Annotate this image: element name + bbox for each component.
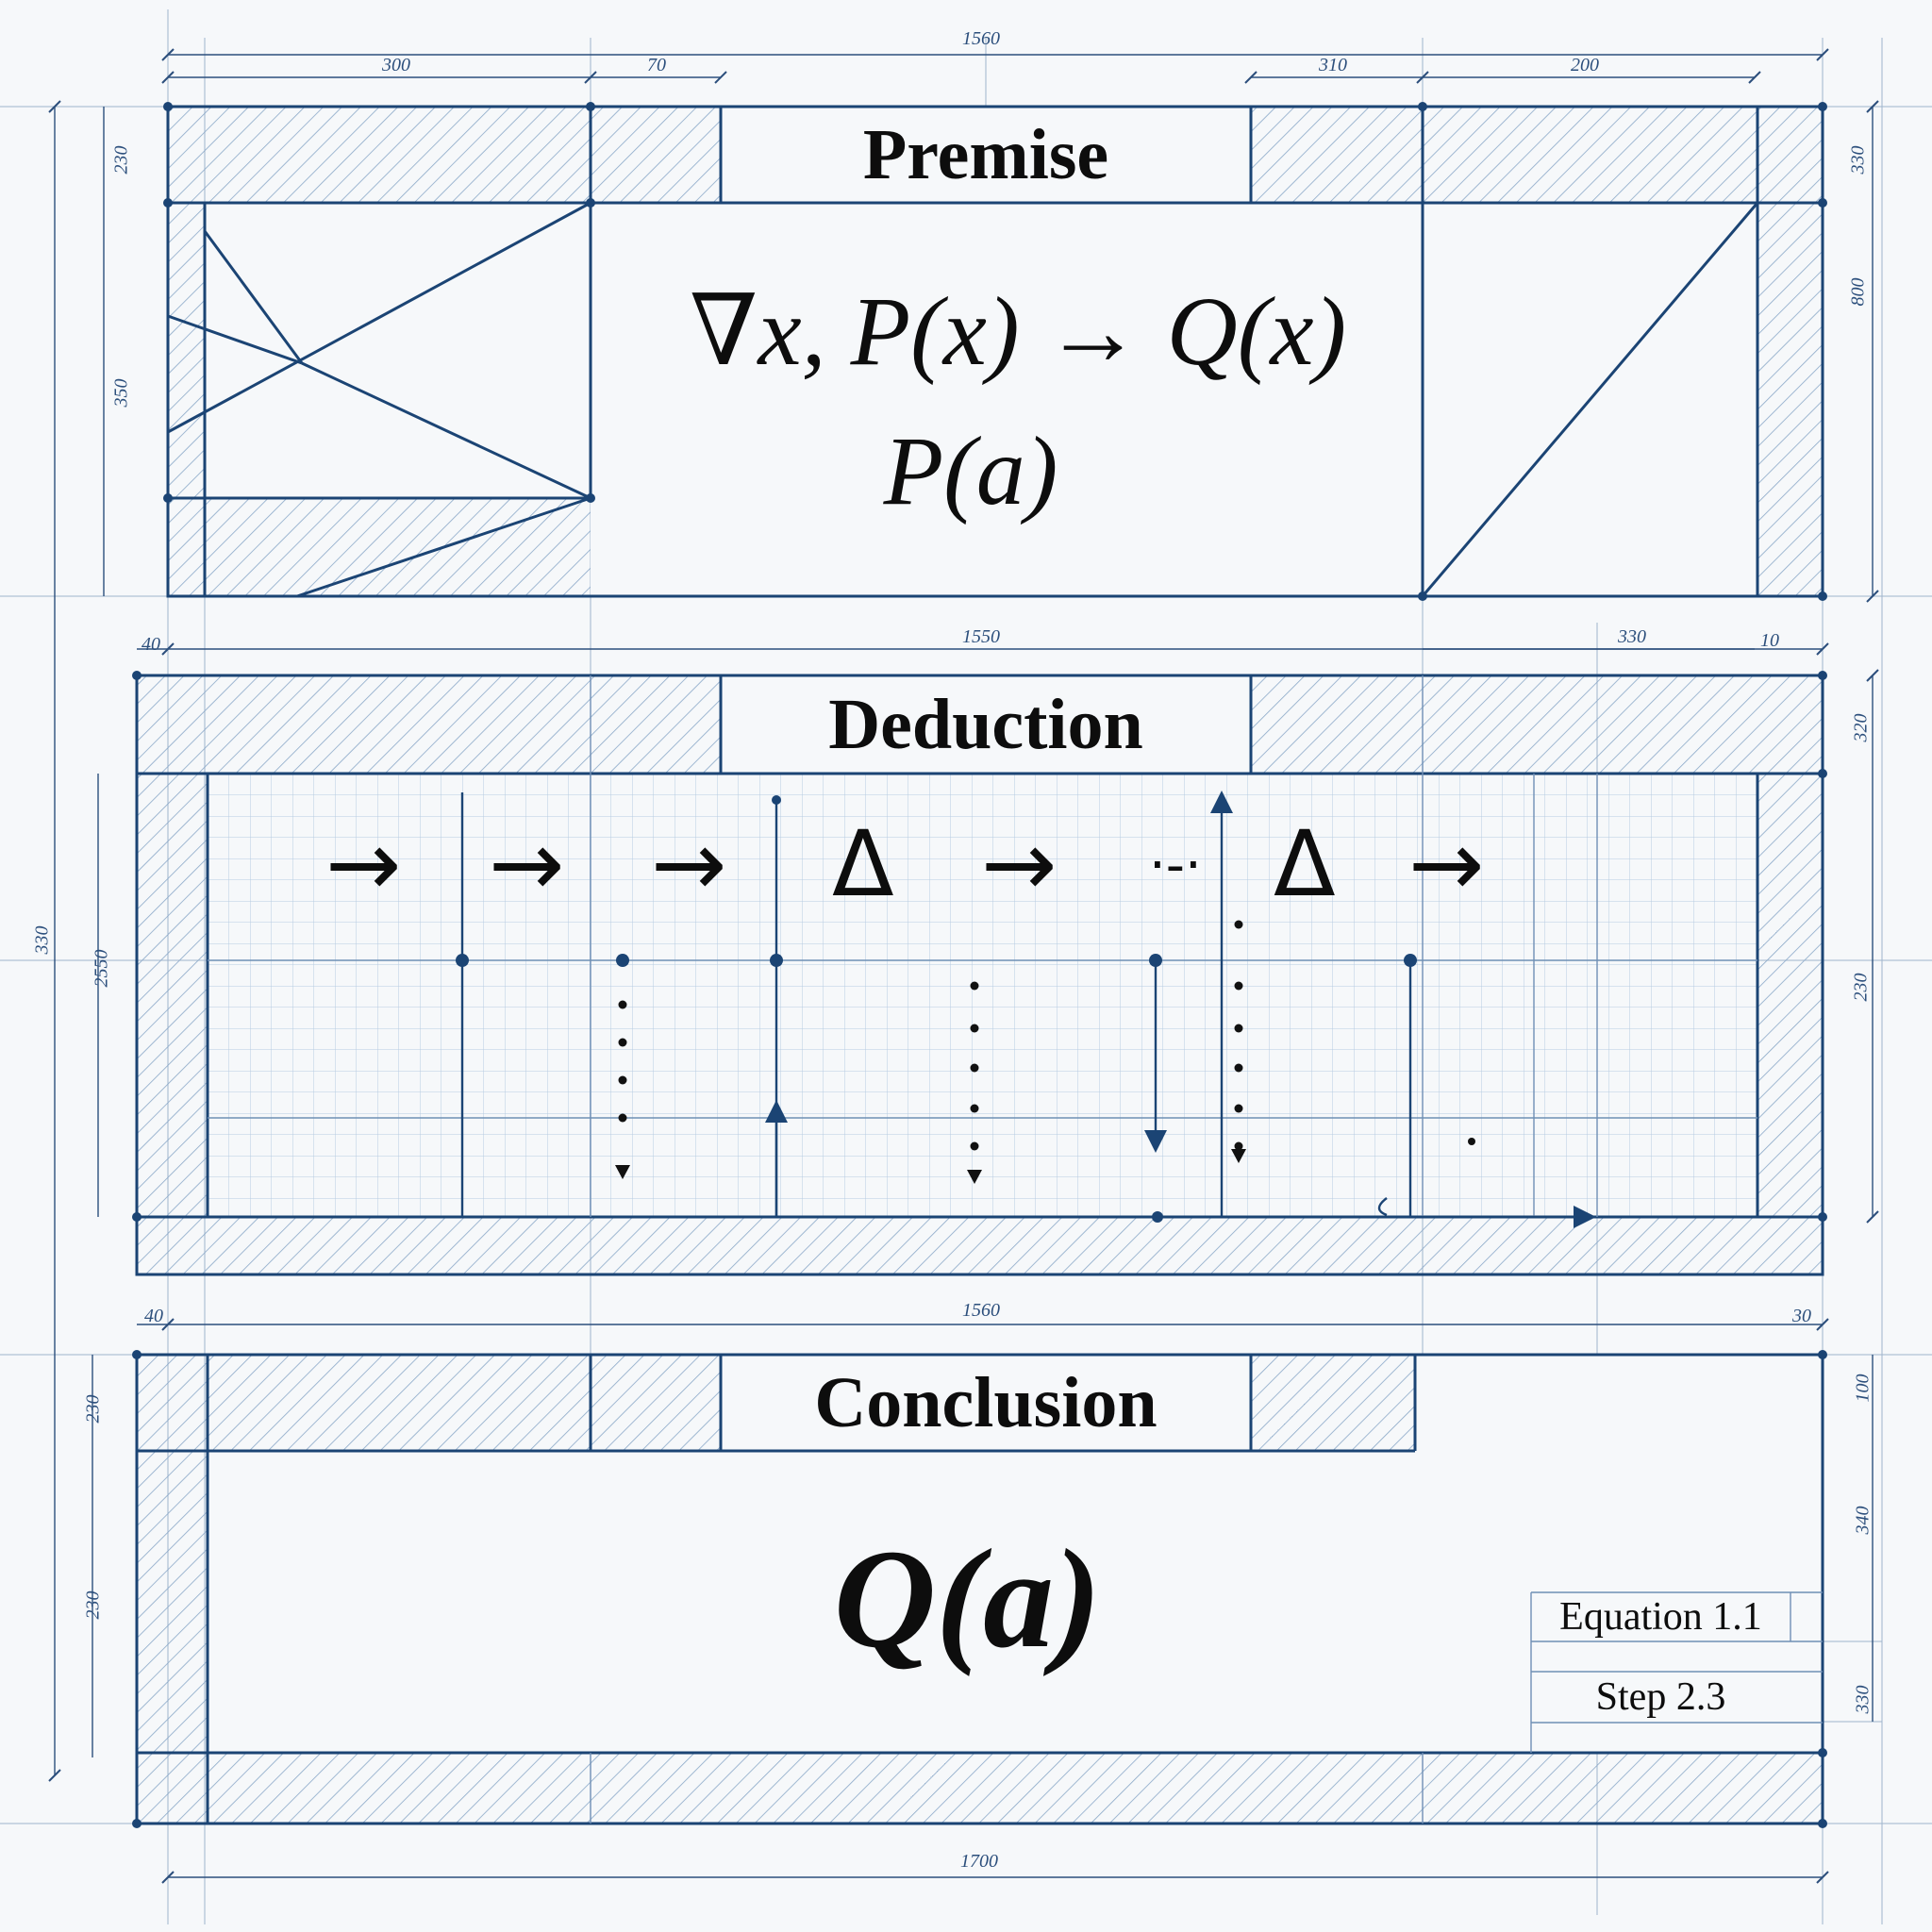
dim-deduction-left-2: 2550 bbox=[91, 949, 112, 988]
dim-top-seg-4: 200 bbox=[1571, 55, 1599, 75]
dim-conclusion-left-2: 230 bbox=[82, 1591, 104, 1620]
equation-label: Equation 1.1 bbox=[1559, 1595, 1762, 1639]
dim-top-overall: 1560 bbox=[962, 28, 1000, 49]
premise-formula-1: ∇x, P(x) → Q(x) bbox=[689, 277, 1347, 386]
dim-bottom-overall: 1700 bbox=[960, 1851, 998, 1872]
dim-premise-right-2: 800 bbox=[1847, 277, 1869, 307]
deduction-delta-1: Δ bbox=[832, 811, 894, 917]
deduction-delta-2: Δ bbox=[1274, 811, 1336, 917]
dim-top-seg-2: 70 bbox=[647, 55, 666, 75]
dim-conclusion-right-2: 340 bbox=[1852, 1506, 1874, 1535]
dim-conclusion-right-1: 100 bbox=[1852, 1374, 1874, 1403]
conclusion-title: Conclusion bbox=[814, 1362, 1158, 1442]
deduction-arrow-3: → bbox=[651, 811, 727, 917]
dim-deduction-right-seg: 330 bbox=[1618, 626, 1646, 647]
dim-conclusion-small-2: 30 bbox=[1792, 1306, 1811, 1326]
dim-conclusion-small-1: 40 bbox=[144, 1306, 163, 1326]
step-label: Step 2.3 bbox=[1595, 1675, 1726, 1719]
dim-premise-right-1: 330 bbox=[1847, 145, 1869, 175]
deduction-title: Deduction bbox=[828, 684, 1143, 764]
dim-deduction-left-1: 330 bbox=[31, 925, 53, 955]
dim-deduction-overall: 1550 bbox=[962, 626, 1000, 647]
dim-top-seg-3: 310 bbox=[1319, 55, 1347, 75]
dimension-lines bbox=[54, 54, 1874, 1878]
dim-conclusion-right-3: 330 bbox=[1852, 1685, 1874, 1714]
dimension-ticks bbox=[48, 48, 1879, 1884]
premise-title: Premise bbox=[862, 114, 1109, 194]
deduction-dots: ·-· bbox=[1149, 835, 1202, 896]
dim-deduction-right-2: 230 bbox=[1850, 973, 1872, 1002]
dim-conclusion-overall: 1560 bbox=[962, 1300, 1000, 1321]
deduction-arrow-1: → bbox=[325, 811, 402, 917]
deduction-arrow-5: → bbox=[1408, 811, 1485, 917]
deduction-arrow-2: → bbox=[489, 811, 565, 917]
premise-panel bbox=[163, 102, 1827, 601]
dim-deduction-small-1: 40 bbox=[142, 634, 160, 655]
dim-premise-left-1: 230 bbox=[110, 145, 132, 175]
conclusion-result: Q(a) bbox=[833, 1521, 1102, 1677]
premise-formula-2: P(a) bbox=[883, 417, 1058, 525]
dim-deduction-right-1: 320 bbox=[1850, 713, 1872, 742]
dim-deduction-small-2: 10 bbox=[1760, 630, 1779, 651]
deduction-arrow-4: → bbox=[981, 811, 1058, 917]
conclusion-panel bbox=[132, 1350, 1827, 1828]
dim-premise-left-2: 350 bbox=[110, 378, 132, 408]
dim-conclusion-left-1: 230 bbox=[82, 1394, 104, 1424]
deduction-panel bbox=[132, 671, 1827, 1276]
dim-top-seg-1: 300 bbox=[382, 55, 410, 75]
